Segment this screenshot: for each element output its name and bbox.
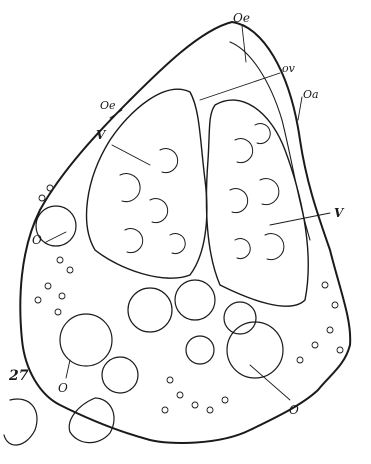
label-ov: ov	[282, 62, 296, 75]
outer-envelope-outline	[20, 22, 350, 443]
label-o-bottom-right: O	[289, 403, 299, 417]
detached-cell-left	[4, 399, 37, 445]
left-vesicle-outline	[87, 89, 207, 278]
label-o-left: O	[32, 233, 42, 247]
label-oe-top: Oe	[233, 11, 250, 25]
right-vesicle-outline	[206, 100, 308, 306]
label-oa: Oa	[303, 88, 319, 101]
label-v-left: V	[96, 128, 107, 142]
figure-number: 27	[8, 368, 29, 384]
label-v-right: V	[334, 206, 345, 220]
large-ova	[36, 206, 283, 393]
label-o-bottom-left: O	[58, 381, 68, 395]
vesicle-cells	[120, 124, 284, 260]
label-oe-left: Oe	[100, 99, 116, 112]
